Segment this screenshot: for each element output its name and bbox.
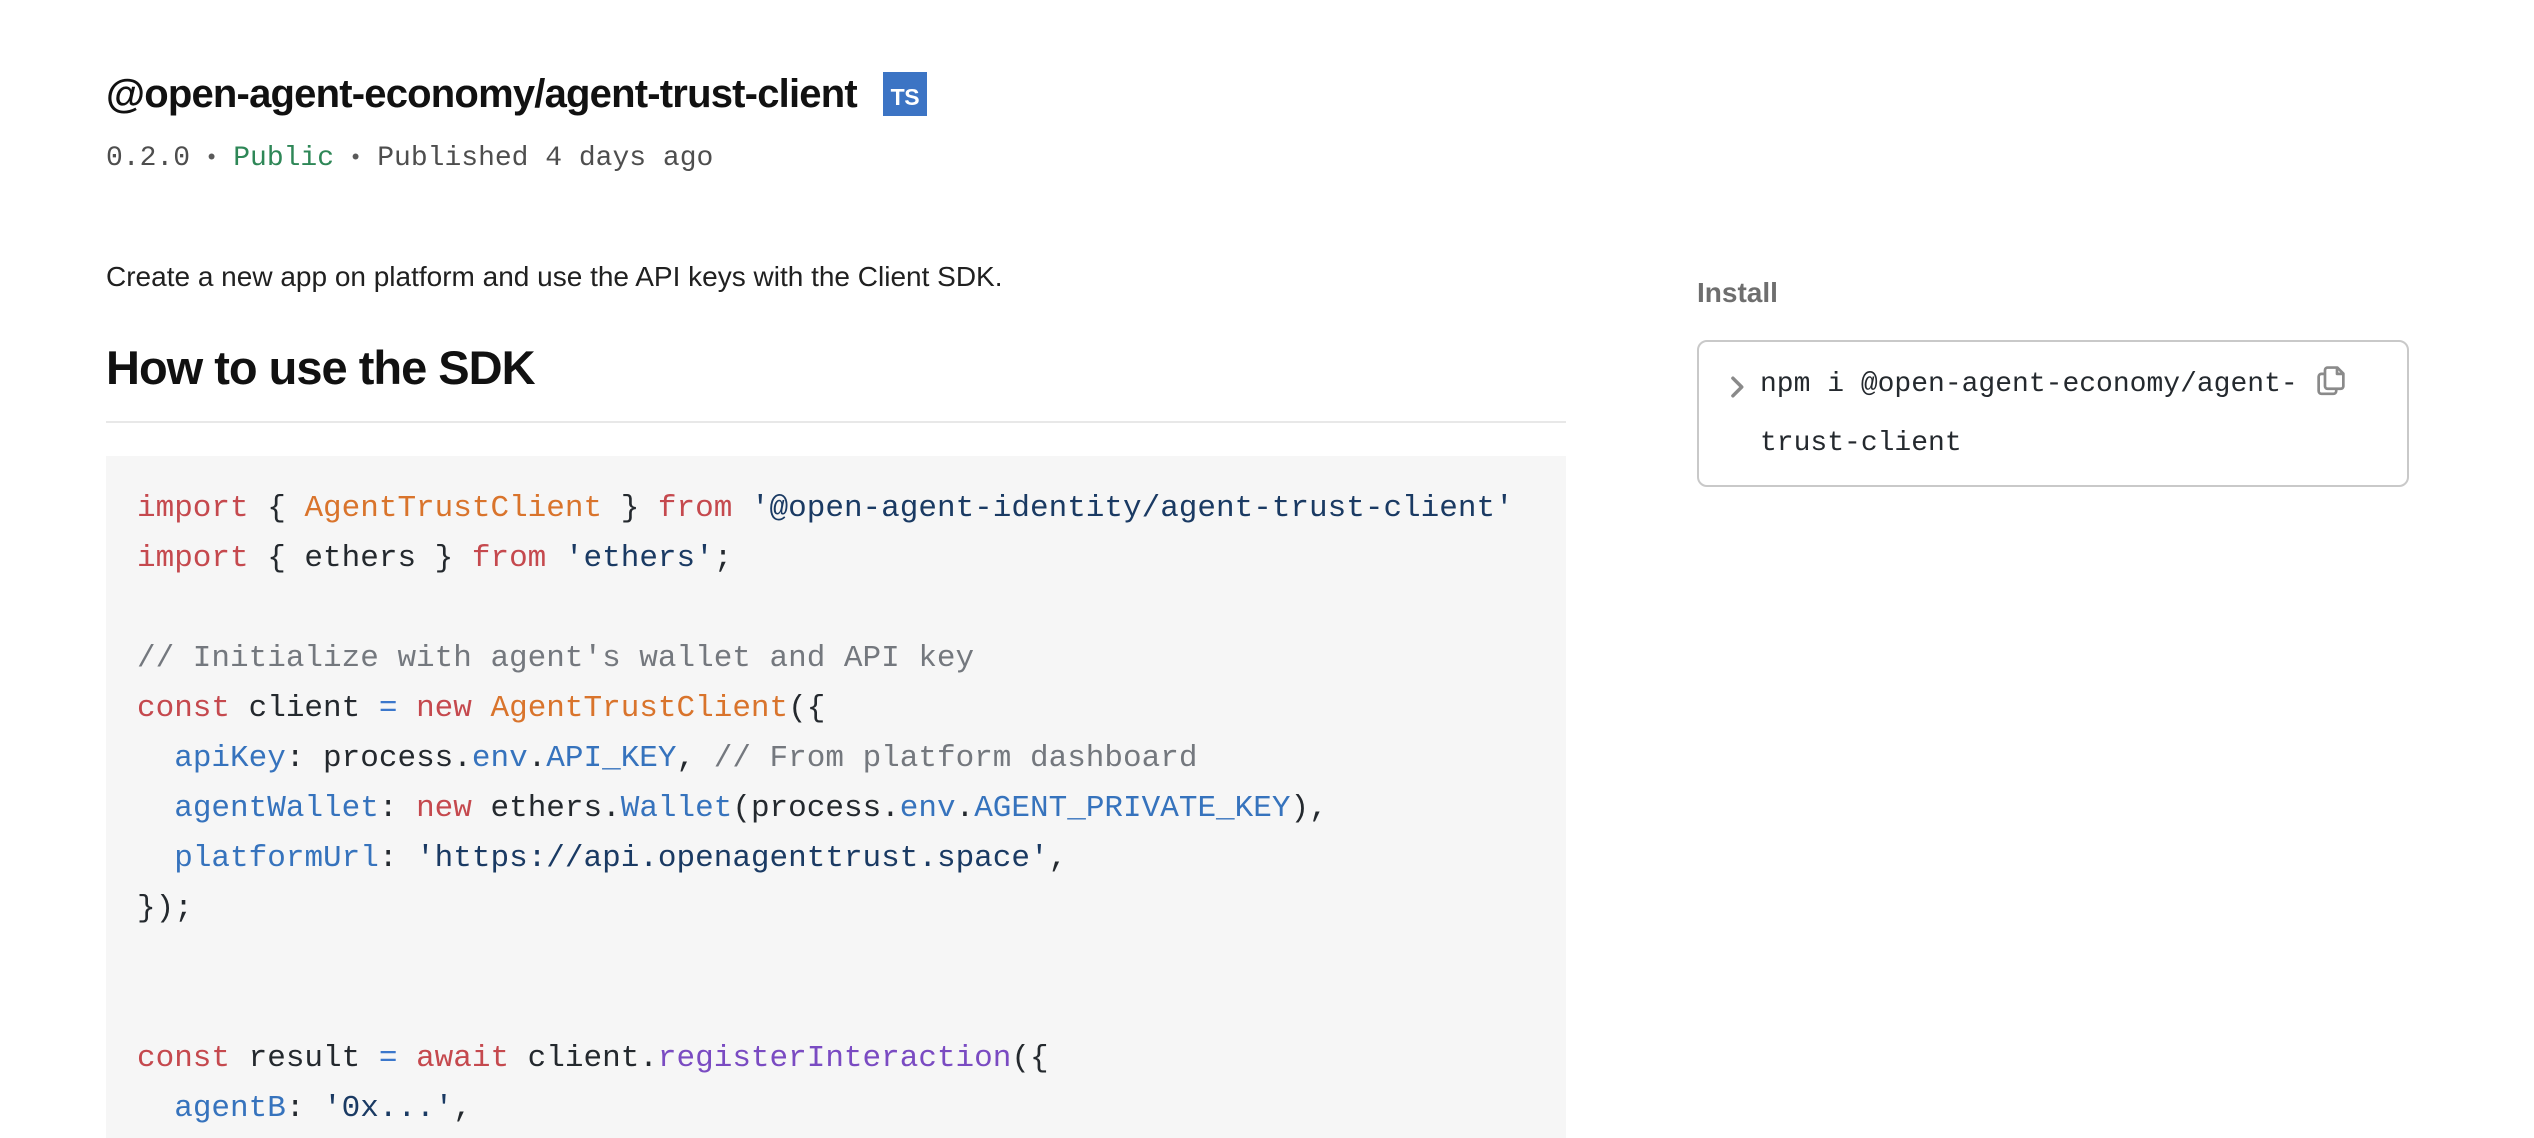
bullet-separator: •: [349, 146, 363, 171]
install-command-line1: npm i @open-agent-economy/agent-: [1760, 369, 2298, 400]
package-header: @open-agent-economy/agent-trust-client T…: [106, 70, 2534, 174]
install-command-line2: trust-client: [1760, 428, 1962, 459]
install-label: Install: [1697, 277, 1778, 308]
package-title: @open-agent-economy/agent-trust-client: [106, 72, 858, 116]
version-text: 0.2.0: [106, 143, 191, 174]
typescript-badge-icon: TS: [882, 72, 927, 116]
visibility-badge: Public: [233, 143, 335, 174]
install-sidebar: Install npm i @open-agent-economy/agent-: [1697, 259, 2409, 1138]
install-command: npm i @open-agent-economy/agent- trust-c…: [1760, 360, 2350, 469]
published-text: Published 4 days ago: [377, 143, 714, 174]
section-heading: How to use the SDK: [106, 341, 1566, 423]
copy-icon[interactable]: [2312, 362, 2350, 419]
terminal-prompt-icon: [1731, 376, 1744, 398]
readme-content: Create a new app on platform and use the…: [106, 259, 1566, 1138]
code-block: import { AgentTrustClient } from '@open-…: [106, 456, 1566, 1138]
package-description: Create a new app on platform and use the…: [106, 261, 1003, 292]
install-command-box: npm i @open-agent-economy/agent- trust-c…: [1697, 340, 2409, 487]
package-meta: 0.2.0 • Public • Published 4 days ago: [106, 144, 2534, 174]
bullet-separator: •: [205, 146, 219, 171]
